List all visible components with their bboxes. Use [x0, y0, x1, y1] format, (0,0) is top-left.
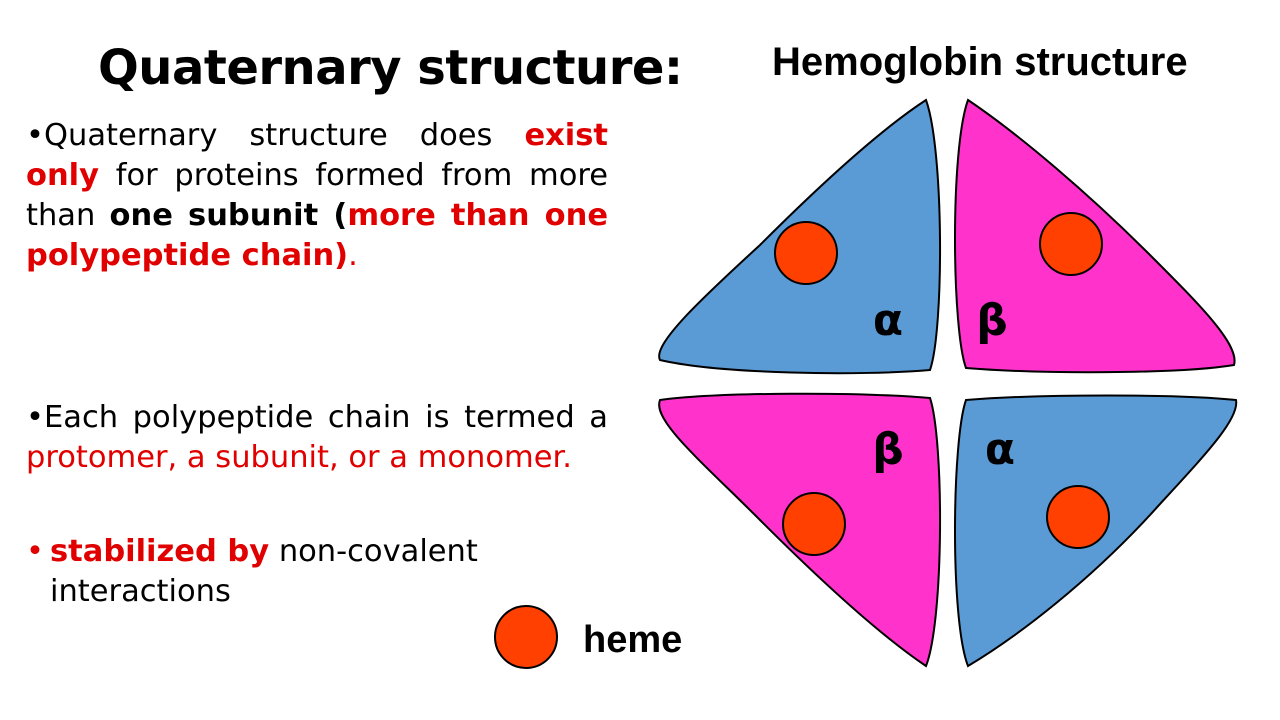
text-segment: non-covalent interactions [50, 534, 478, 609]
paragraph-protomer: •Each polypeptide chain is termed a prot… [26, 398, 608, 478]
emphasis-stabilized-by: stabilized by [50, 534, 270, 569]
text-segment: Each polypeptide chain is termed a [44, 400, 608, 435]
period: . [348, 238, 358, 273]
emphasis-exist-only: exist only [26, 118, 608, 193]
heme-circle [1046, 485, 1110, 549]
subunit-label: β [976, 295, 1008, 346]
bullet-marker: • [26, 400, 44, 435]
heme-circle [782, 492, 846, 556]
diagram-title: Hemoglobin structure [772, 40, 1188, 84]
text-segment: Quaternary structure does [44, 118, 525, 153]
slide-title: Quaternary structure: [98, 40, 683, 96]
heme-circle [1039, 212, 1103, 276]
bullet-marker: • [26, 118, 44, 153]
heme-circle [774, 221, 838, 285]
legend-heme-label: heme [583, 619, 682, 661]
bullet-stabilized: •stabilized by non-covalent interactions [26, 532, 610, 612]
paragraph-quaternary-definition: •Quaternary structure does exist only fo… [26, 116, 608, 276]
emphasis-protomer: protomer, a subunit, or a monomer. [26, 440, 572, 475]
emphasis-one-subunit: one subunit [109, 198, 319, 233]
subunit-label: α [985, 424, 1015, 475]
legend-heme-swatch [494, 605, 558, 669]
bullet-marker: • [26, 534, 44, 569]
text-segment: for proteins formed from more than [26, 158, 608, 233]
subunit-label: β [872, 424, 904, 475]
emphasis-more-than-one-chain: more than one polypeptide chain) [26, 198, 609, 273]
subunit-label: α [873, 295, 903, 346]
open-paren: ( [318, 198, 348, 233]
